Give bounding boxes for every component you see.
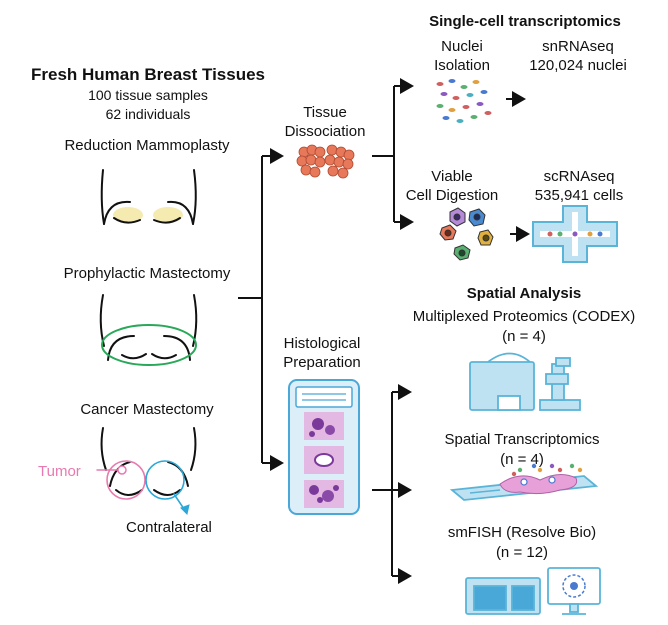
tumor-label: Tumor	[38, 463, 81, 480]
cancer-mastectomy-torso-icon	[96, 427, 197, 515]
single-cell-panel: Single-cell transcriptomics Nuclei Isola…	[406, 13, 627, 263]
tissue-source-panel: Fresh Human Breast Tissues 100 tissue sa…	[31, 65, 265, 536]
viable-cells-icon	[439, 207, 494, 261]
contralateral-ring	[145, 460, 185, 500]
spatial-transcriptomics-n: (n = 4)	[500, 451, 544, 468]
spatial-slide-icon	[449, 463, 599, 501]
reduction-right-fill	[153, 207, 183, 223]
individual-count: 62 individuals	[106, 106, 191, 122]
scrnaseq-label: scRNAseq	[544, 168, 615, 185]
nuclei-count: 120,024 nuclei	[529, 57, 627, 74]
isolated-nuclei-icon	[436, 79, 492, 123]
smfish-instrument-icon	[465, 567, 601, 615]
dissociation-label-line2: Dissociation	[285, 123, 366, 140]
smfish-label: smFISH (Resolve Bio)	[448, 524, 596, 541]
tumor-side-ring	[106, 460, 146, 500]
reduction-left-fill	[113, 207, 143, 223]
cell-method-line2: Cell Digestion	[406, 187, 499, 204]
prophylactic-mastectomy-torso-icon	[99, 294, 198, 366]
snrnaseq-label: snRNAseq	[542, 38, 614, 55]
nuclei-method-line2: Isolation	[434, 57, 490, 74]
tumor-spot	[117, 465, 127, 475]
proteomics-n: (n = 4)	[502, 328, 546, 345]
group-prophylactic-mastectomy-label: Prophylactic Mastectomy	[64, 265, 231, 282]
cell-method-line1: Viable	[431, 168, 472, 185]
group-reduction-mammoplasty-label: Reduction Mammoplasty	[64, 137, 230, 154]
dissociation-label-line1: Tissue	[303, 104, 347, 121]
spatial-analysis-panel: Spatial Analysis Multiplexed Proteomics …	[413, 285, 636, 615]
group-cancer-mastectomy-label: Cancer Mastectomy	[80, 401, 214, 418]
histology-label-line1: Histological	[284, 335, 361, 352]
flow-connectors	[238, 78, 530, 584]
codex-instrument-icon	[469, 352, 581, 411]
histology-label-line2: Preparation	[283, 354, 361, 371]
proteomics-label: Multiplexed Proteomics (CODEX)	[413, 308, 636, 325]
contralateral-label: Contralateral	[126, 519, 212, 536]
reduction-mammoplasty-torso-icon	[100, 169, 197, 225]
spatial-title: Spatial Analysis	[467, 285, 582, 302]
processing-panel: Tissue Dissociation Histological Prepara…	[283, 104, 366, 515]
single-cell-title: Single-cell transcriptomics	[429, 13, 621, 30]
microfluidic-chip-icon	[532, 205, 618, 263]
cell-count: 535,941 cells	[535, 187, 623, 204]
smfish-n: (n = 12)	[496, 544, 548, 561]
tissue-fragments-icon	[296, 144, 355, 179]
prophylactic-ring	[101, 324, 197, 366]
main-title: Fresh Human Breast Tissues	[31, 65, 265, 84]
slide-cassette-icon	[288, 379, 360, 515]
spatial-transcriptomics-label: Spatial Transcriptomics	[444, 431, 599, 448]
sample-count: 100 tissue samples	[88, 87, 208, 103]
nuclei-method-line1: Nuclei	[441, 38, 483, 55]
